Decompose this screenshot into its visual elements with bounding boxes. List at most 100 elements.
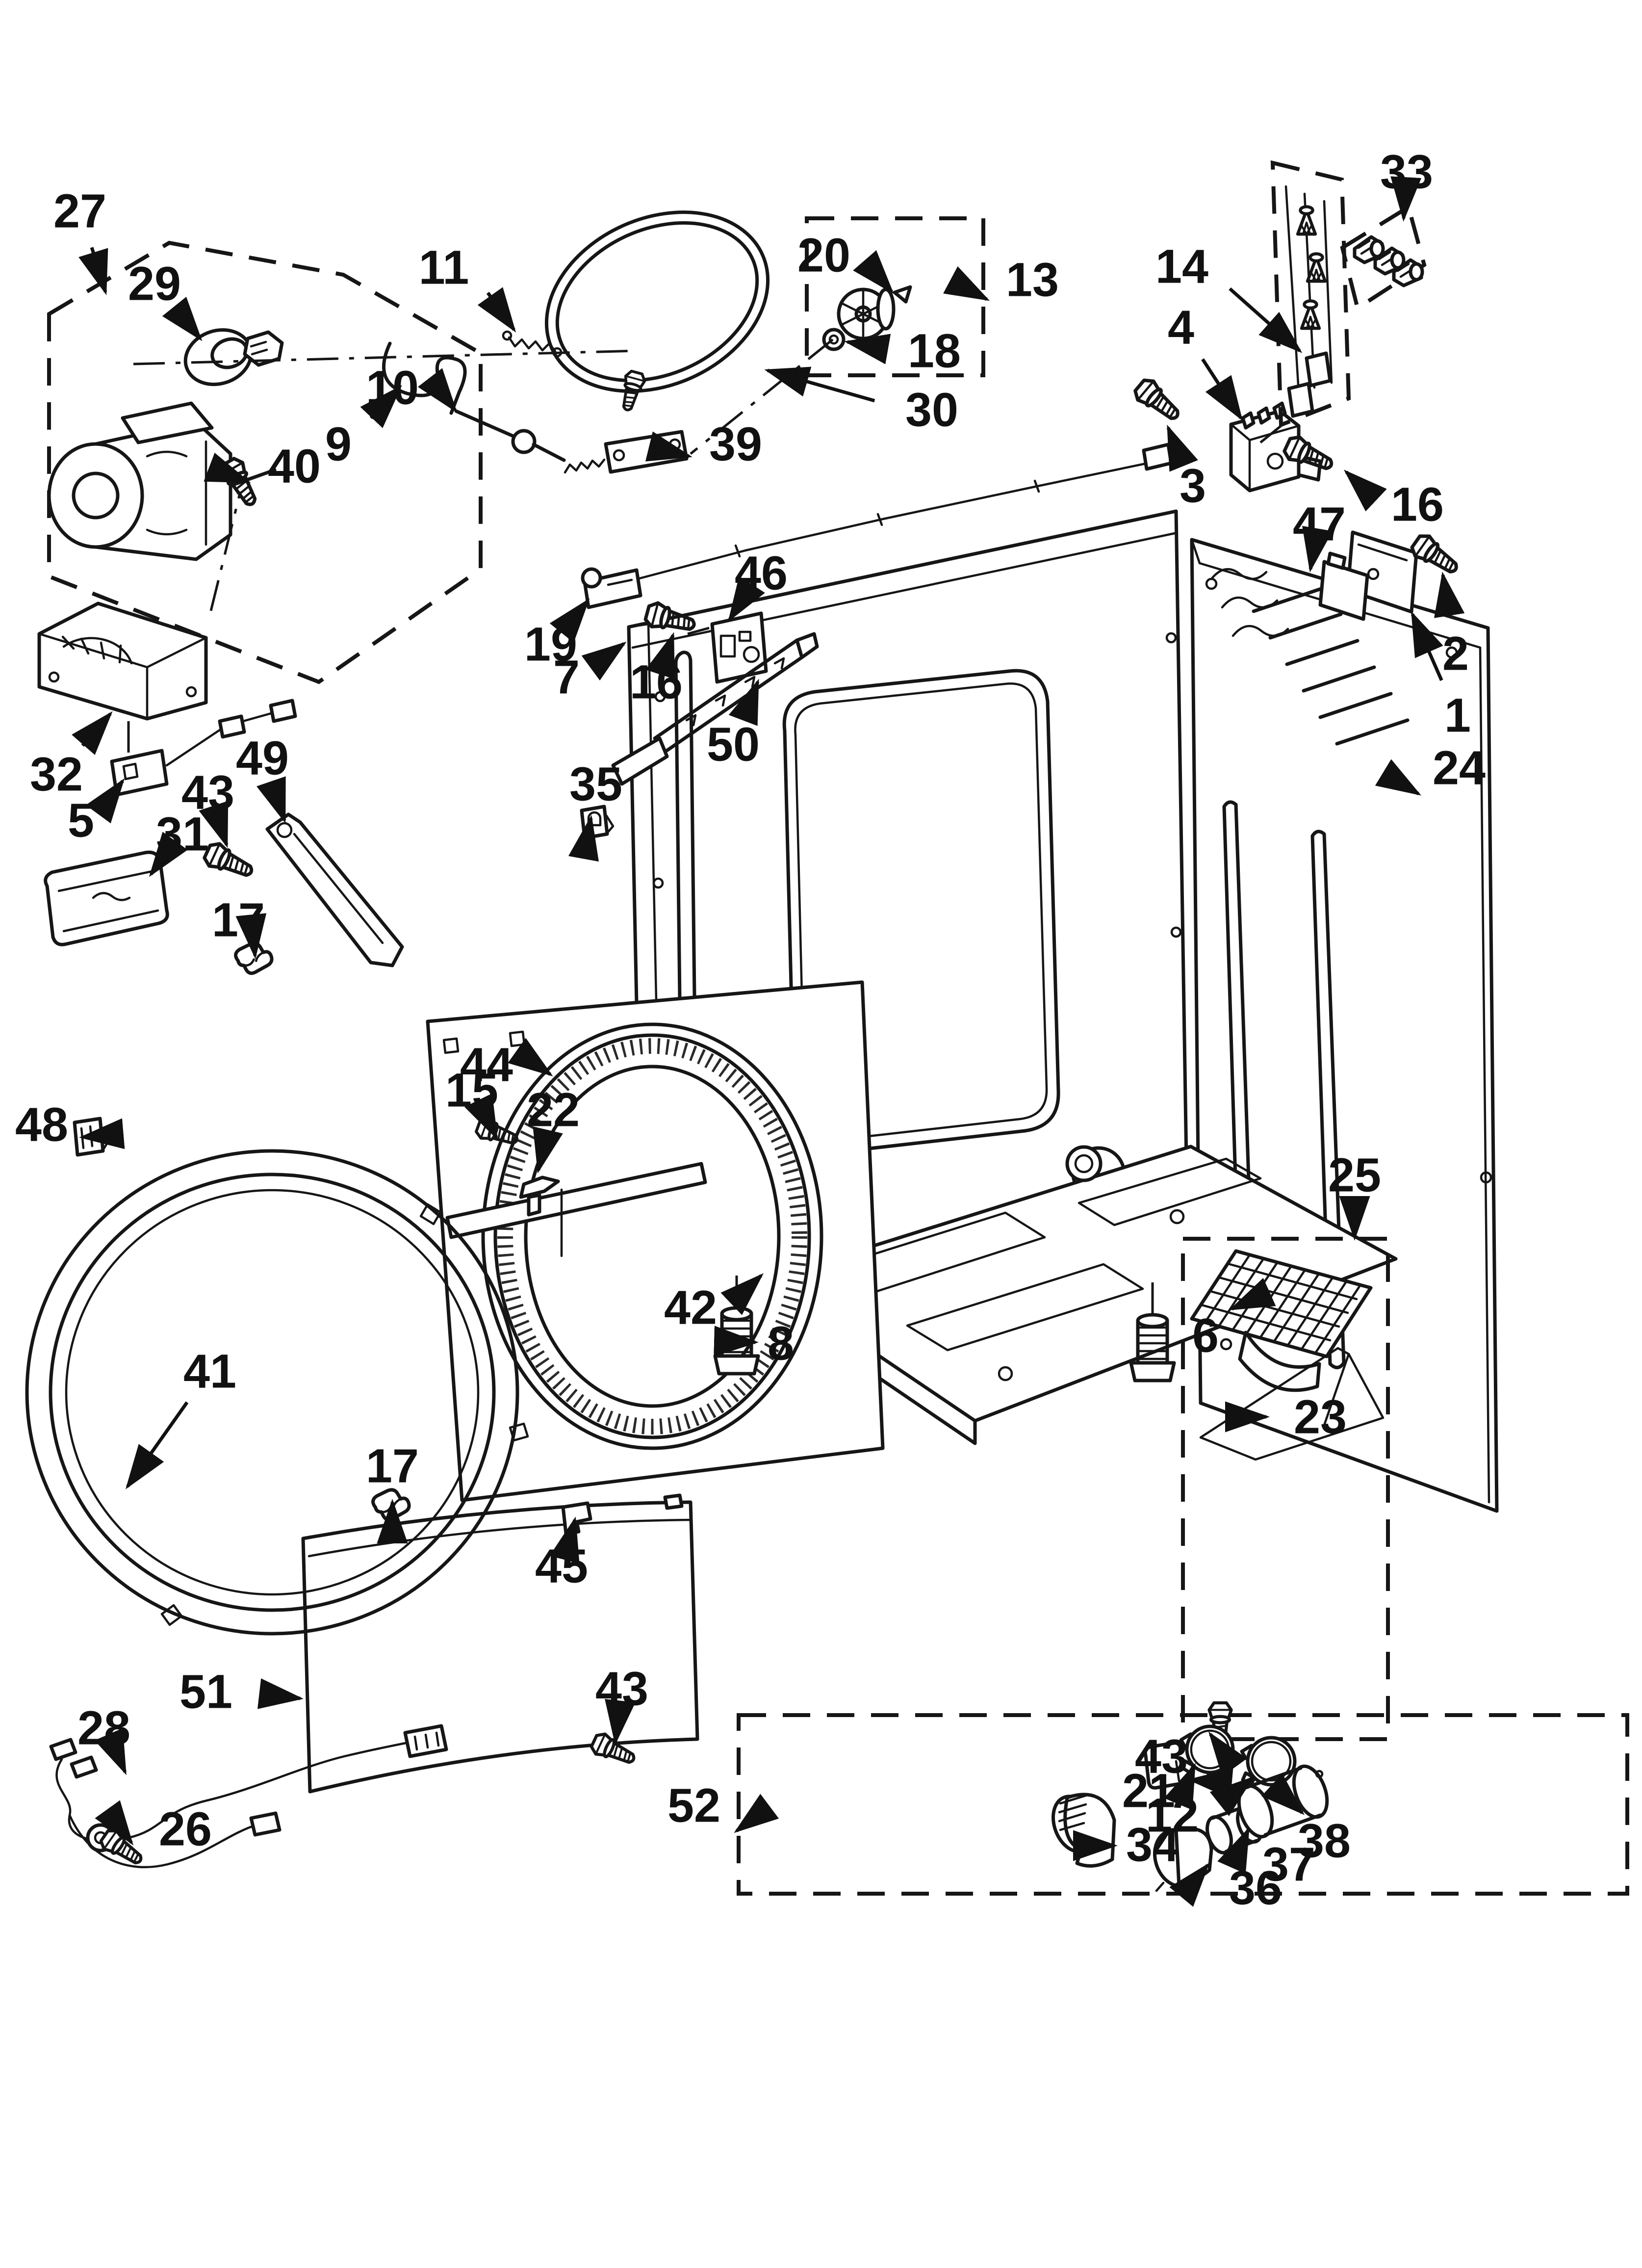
- callout-3: 3: [1166, 424, 1206, 513]
- callout-arrow-31: [149, 832, 188, 877]
- callout-arrow-52: [734, 1794, 779, 1833]
- part-number-label: 34: [1126, 1818, 1179, 1872]
- callout-13: 13: [943, 253, 1059, 307]
- part-number-label: 28: [77, 1701, 130, 1755]
- part-number-label: 41: [183, 1345, 236, 1398]
- callout-4: 4: [1168, 301, 1243, 421]
- part-number-label: 32: [30, 748, 83, 801]
- part-number-label: 45: [535, 1539, 588, 1593]
- callout-arrow-32: [72, 711, 113, 755]
- thermistor: [581, 567, 642, 609]
- screw-2: [1409, 532, 1462, 579]
- callout-45: 45: [535, 1516, 588, 1593]
- part-number-label: 19: [524, 618, 577, 671]
- callout-11: 11: [419, 241, 516, 333]
- part-number-label: 17: [212, 893, 265, 947]
- callout-16: 16: [1343, 469, 1444, 531]
- callout-44: 44: [460, 1038, 553, 1092]
- part-number-label: 14: [1155, 240, 1208, 293]
- part-number-label: 26: [159, 1802, 212, 1856]
- callout-arrow-43: [605, 1699, 636, 1745]
- screw-43-bracket: [202, 840, 256, 883]
- callout-5: 5: [68, 778, 125, 847]
- part-number-label: 27: [53, 184, 106, 238]
- callout-28: 28: [77, 1701, 130, 1775]
- part-number-label: 40: [268, 440, 321, 493]
- callout-arrow-30: [764, 366, 875, 403]
- lint-screen: [1190, 1249, 1373, 1392]
- callout-47: 47: [1293, 497, 1346, 573]
- callout-29: 29: [128, 257, 203, 341]
- callout-arrow-28: [94, 1728, 127, 1775]
- door-bottom-bracket: [445, 1162, 707, 1257]
- part-number-label: 50: [707, 718, 760, 771]
- part-number-label: 52: [667, 1779, 720, 1832]
- callout-38: 38: [1261, 1773, 1351, 1868]
- callout-27: 27: [53, 184, 108, 295]
- callout-arrow-22: [533, 1126, 563, 1173]
- part-number-label: 16: [630, 655, 683, 709]
- callout-arrow-18: [844, 334, 891, 365]
- callout-49: 49: [236, 731, 289, 824]
- vent-cap-left: [1181, 1726, 1233, 1773]
- callout-arrow-45: [549, 1516, 580, 1564]
- callout-arrow-24: [1375, 759, 1421, 796]
- callout-arrow-37: [1217, 1826, 1250, 1874]
- callout-arrow-44: [508, 1038, 553, 1077]
- callout-12: 12: [1146, 1763, 1255, 1842]
- screw-3: [1132, 376, 1185, 426]
- clip-35: [580, 805, 615, 840]
- part-number-label: 25: [1328, 1148, 1381, 1202]
- retainer-wedge-22: [519, 1175, 560, 1217]
- callout-20: 20: [797, 229, 894, 294]
- callout-arrow-20: [853, 250, 894, 294]
- part-number-label: 3: [1180, 459, 1206, 513]
- part-number-label: 42: [664, 1281, 717, 1334]
- callout-arrow-47: [1302, 525, 1333, 573]
- part-number-label: 47: [1293, 497, 1346, 551]
- part-number-label: 33: [1380, 145, 1433, 199]
- callout-arrow-12: [1164, 1763, 1196, 1810]
- motor-pulley: [183, 328, 284, 386]
- callout-31: 31: [149, 808, 209, 877]
- part-number-label: 22: [527, 1083, 580, 1137]
- part-number-label: 43: [595, 1662, 648, 1716]
- callout-48: 48: [15, 1098, 125, 1151]
- callout-arrow-43: [1208, 1731, 1247, 1777]
- callout-arrow-7: [581, 641, 627, 681]
- callout-18: 18: [844, 324, 961, 378]
- callout-arrow-46: [728, 576, 765, 622]
- callout-arrow-13: [943, 266, 990, 301]
- callout-arrow-49: [257, 776, 286, 824]
- callout-arrow-11: [477, 287, 516, 333]
- part-number-label: 8: [768, 1317, 794, 1370]
- callout-arrow-6: [1229, 1277, 1276, 1311]
- drive-belt: [544, 210, 770, 393]
- callout-arrow-35: [568, 815, 599, 862]
- part-number-label: 51: [180, 1665, 232, 1719]
- callout-arrow-9: [360, 385, 402, 428]
- part-number-label: 6: [1192, 1309, 1219, 1362]
- base-pan: [764, 1145, 1398, 1445]
- callout-arrow-10: [417, 368, 458, 413]
- callout-37: 37: [1217, 1826, 1315, 1891]
- part-number-label: 23: [1294, 1390, 1347, 1444]
- terminal-block: [1229, 401, 1322, 493]
- part-number-label: 11: [419, 241, 469, 294]
- cabinet-side-back-panel: [1182, 538, 1499, 1513]
- callout-arrow-14: [1229, 287, 1303, 353]
- motor-bracket-group: [37, 491, 242, 756]
- callout-arrow-41: [125, 1401, 189, 1489]
- callout-24: 24: [1375, 741, 1486, 796]
- diagram-artwork: [25, 160, 1629, 1896]
- part-number-label: 5: [68, 794, 94, 847]
- drive-motor: [47, 401, 277, 561]
- callout-9: 9: [325, 385, 402, 471]
- callout-1: 1: [1411, 611, 1471, 742]
- callout-43: 43: [181, 766, 234, 848]
- callout-19: 19: [524, 598, 590, 671]
- door-outer-ring: [25, 1149, 529, 1636]
- part-number-label: 39: [709, 417, 762, 471]
- callout-50: 50: [707, 678, 760, 771]
